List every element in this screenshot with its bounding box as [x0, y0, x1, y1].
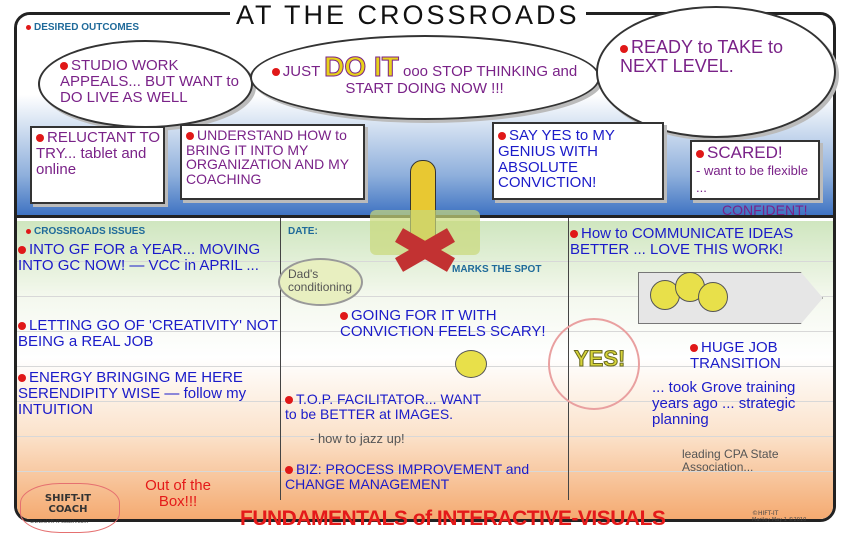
note-took-grove: ... took Grove training years ago ... st…	[652, 379, 796, 428]
section-heading-issues: CROSSROADS ISSUES	[26, 226, 145, 237]
note-box	[690, 140, 820, 200]
credit-date: Mariley May 1 ©2010	[752, 517, 807, 523]
note-huge-job: HUGE JOB TRANSITION	[690, 339, 781, 372]
note-say-yes: SAY YES to MY GENIUS WITH ABSOLUTE CONVI…	[498, 127, 615, 192]
logo-circle	[20, 483, 120, 533]
issue-item: LETTING GO OF 'CREATIVITY' NOT BEING a R…	[18, 317, 278, 350]
yes-label: YES!	[573, 346, 626, 371]
note-jazz: - how to jazz up!	[310, 431, 405, 446]
logo-url: www.shift-it-coach.com	[30, 519, 89, 525]
target-circle	[548, 318, 640, 410]
note-leading-cpa: leading CPA State Association...	[682, 447, 779, 474]
credit: ©HIFT-IT	[752, 510, 779, 517]
dads-conditioning-note: Dad's conditioning	[278, 258, 363, 306]
note-communicate: How to COMMUNICATE IDEAS BETTER ... LOVE…	[570, 225, 794, 258]
note-scared: SCARED!- want to be flexible ...	[696, 143, 809, 195]
shift-it-coach-logo: SHIFT-IT COACH	[44, 493, 92, 515]
section-heading-desired: DESIRED OUTCOMES	[26, 22, 139, 33]
note-ready: READY to TAKE to NEXT LEVEL.	[620, 37, 784, 76]
lightbulb-icon	[698, 282, 728, 312]
crossroads-issues-panel	[17, 221, 833, 519]
crossroads-figure-illustration	[370, 160, 480, 280]
out-of-box-note: Out of the Box!!!	[145, 477, 211, 510]
note-biz: BIZ: PROCESS IMPROVEMENT and CHANGE MANA…	[285, 461, 530, 492]
note-studio: STUDIO WORK APPEALS... BUT WANT to DO LI…	[60, 57, 239, 106]
date-label: DATE:	[288, 226, 318, 237]
note-going: GOING FOR IT WITH CONVICTION FEELS SCARY…	[340, 307, 546, 340]
column-divider	[280, 218, 281, 500]
issue-item: ENERGY BRINGING ME HERE SERENDIPITY WISE…	[18, 369, 247, 418]
issue-item: INTO GF FOR a YEAR... MOVING INTO GC NOW…	[18, 241, 261, 274]
note-box	[492, 122, 664, 200]
note-do-it: JUST DO IT ooo STOP THINKING and START D…	[262, 51, 587, 97]
note-box	[180, 124, 365, 200]
worried-face-icon	[455, 350, 487, 378]
note-reluctant: RELUCTANT TO TRY... tablet and online	[36, 129, 161, 178]
note-top-facilitator: T.O.P. FACILITATOR... WANT to be BETTER …	[285, 391, 481, 422]
marks-the-spot-label: MARKS THE SPOT	[452, 264, 542, 275]
page-title: AT THE CROSSROADS	[230, 0, 586, 31]
speech-bubble	[596, 6, 836, 138]
note-confident: CONFIDENT!	[722, 202, 808, 218]
note-box	[30, 126, 165, 204]
fundamentals-title: FUNDAMENTALS of INTERACTIVE-VISUALS	[240, 507, 666, 530]
note-understand: UNDERSTAND HOW to BRING IT INTO MY ORGAN…	[186, 127, 349, 188]
